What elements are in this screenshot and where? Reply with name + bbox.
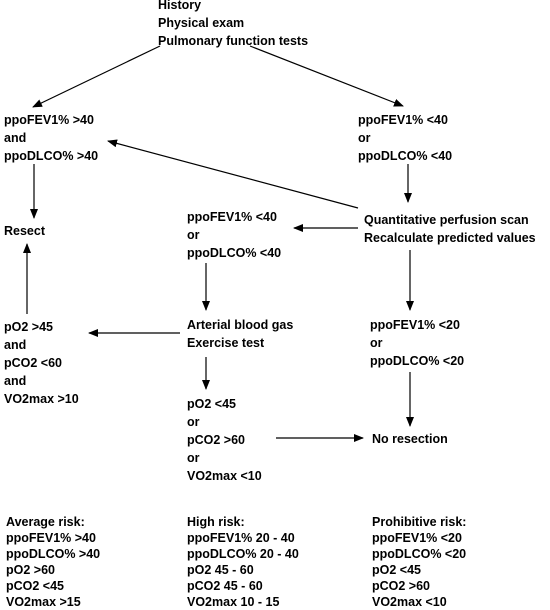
node-abg-exercise: Arterial blood gas Exercise test xyxy=(187,316,293,352)
node-abg-exercise-line: Arterial blood gas xyxy=(187,318,294,332)
node-gas-acceptable-line: and xyxy=(4,374,27,388)
legend-high-risk-line: pCO2 45 - 60 xyxy=(187,579,263,593)
legend-average-risk: Average risk: ppoFEV1% >40 ppoDLCO% >40 … xyxy=(6,514,100,610)
node-gas-poor-line: VO2max <10 xyxy=(187,469,262,483)
node-ppo-below-40-right-line: ppoFEV1% <40 xyxy=(358,113,448,127)
arrow-perfusion-to-left-high xyxy=(107,139,359,209)
node-resect: Resect xyxy=(4,222,45,240)
legend-average-risk-line: ppoFEV1% >40 xyxy=(6,531,96,545)
legend-average-risk-line: VO2max >15 xyxy=(6,595,81,609)
node-abg-exercise-line: Exercise test xyxy=(187,336,265,350)
legend-average-risk-title: Average risk: xyxy=(6,515,85,529)
node-gas-poor-line: or xyxy=(187,451,200,465)
node-ppo-above-40-line: ppoDLCO% >40 xyxy=(4,149,99,163)
node-perfusion-scan: Quantitative perfusion scan Recalculate … xyxy=(364,211,536,247)
node-resect-label: Resect xyxy=(4,224,45,238)
node-ppo-below-40-right-line: or xyxy=(358,131,371,145)
legend-prohibitive-risk-line: pO2 <45 xyxy=(372,563,421,577)
legend-high-risk-line: pO2 45 - 60 xyxy=(187,563,254,577)
node-ppo-below-40-mid-line: ppoFEV1% <40 xyxy=(187,210,277,224)
node-initial-evaluation-line: History xyxy=(158,0,202,12)
node-gas-acceptable-line: VO2max >10 xyxy=(4,392,79,406)
legend-prohibitive-risk-line: pCO2 >60 xyxy=(372,579,431,593)
node-gas-acceptable-line: and xyxy=(4,338,27,352)
node-gas-poor-line: pO2 <45 xyxy=(187,397,236,411)
node-no-resection: No resection xyxy=(372,430,448,448)
legend-high-risk-line: ppoDLCO% 20 - 40 xyxy=(187,547,299,561)
legend-high-risk-line: ppoFEV1% 20 - 40 xyxy=(187,531,295,545)
node-no-resection-label: No resection xyxy=(372,432,448,446)
node-gas-acceptable-line: pO2 >45 xyxy=(4,320,53,334)
legend-prohibitive-risk-title: Prohibitive risk: xyxy=(372,515,467,529)
legend-high-risk-line: VO2max 10 - 15 xyxy=(187,595,280,609)
node-gas-poor-line: pCO2 >60 xyxy=(187,433,246,447)
legend-prohibitive-risk: Prohibitive risk: ppoFEV1% <20 ppoDLCO% … xyxy=(372,514,466,610)
node-ppo-below-20-line: or xyxy=(370,336,383,350)
node-ppo-below-20-line: ppoDLCO% <20 xyxy=(370,354,465,368)
arrow-start-to-left-high xyxy=(32,45,161,108)
node-ppo-below-40-right: ppoFEV1% <40 or ppoDLCO% <40 xyxy=(358,111,452,165)
legend-average-risk-line: pO2 >60 xyxy=(6,563,55,577)
legend-average-risk-line: ppoDLCO% >40 xyxy=(6,547,101,561)
legend-prohibitive-risk-line: ppoDLCO% <20 xyxy=(372,547,467,561)
node-gas-poor-line: or xyxy=(187,415,200,429)
node-gas-acceptable-line: pCO2 <60 xyxy=(4,356,63,370)
node-gas-acceptable: pO2 >45 and pCO2 <60 and VO2max >10 xyxy=(4,318,79,408)
node-ppo-below-40-mid-line: ppoDLCO% <40 xyxy=(187,246,282,260)
legend-average-risk-line: pCO2 <45 xyxy=(6,579,65,593)
node-ppo-above-40-line: and xyxy=(4,131,27,145)
node-initial-evaluation: History Physical exam Pulmonary function… xyxy=(158,0,308,50)
legend-high-risk-title: High risk: xyxy=(187,515,245,529)
legend-prohibitive-risk-line: ppoFEV1% <20 xyxy=(372,531,462,545)
node-gas-poor: pO2 <45 or pCO2 >60 or VO2max <10 xyxy=(187,395,262,485)
node-ppo-below-20: ppoFEV1% <20 or ppoDLCO% <20 xyxy=(370,316,464,370)
legend-prohibitive-risk-line: VO2max <10 xyxy=(372,595,447,609)
arrow-start-to-right-low xyxy=(249,45,404,107)
node-ppo-above-40: ppoFEV1% >40 and ppoDLCO% >40 xyxy=(4,111,98,165)
node-ppo-above-40-line: ppoFEV1% >40 xyxy=(4,113,94,127)
node-initial-evaluation-line: Pulmonary function tests xyxy=(158,34,309,48)
node-ppo-below-20-line: ppoFEV1% <20 xyxy=(370,318,460,332)
node-ppo-below-40-mid-line: or xyxy=(187,228,200,242)
node-perfusion-scan-line: Recalculate predicted values xyxy=(364,231,536,245)
node-initial-evaluation-line: Physical exam xyxy=(158,16,245,30)
node-ppo-below-40-right-line: ppoDLCO% <40 xyxy=(358,149,453,163)
legend-high-risk: High risk: ppoFEV1% 20 - 40 ppoDLCO% 20 … xyxy=(187,514,299,610)
node-perfusion-scan-line: Quantitative perfusion scan xyxy=(364,213,529,227)
node-ppo-below-40-mid: ppoFEV1% <40 or ppoDLCO% <40 xyxy=(187,208,281,262)
